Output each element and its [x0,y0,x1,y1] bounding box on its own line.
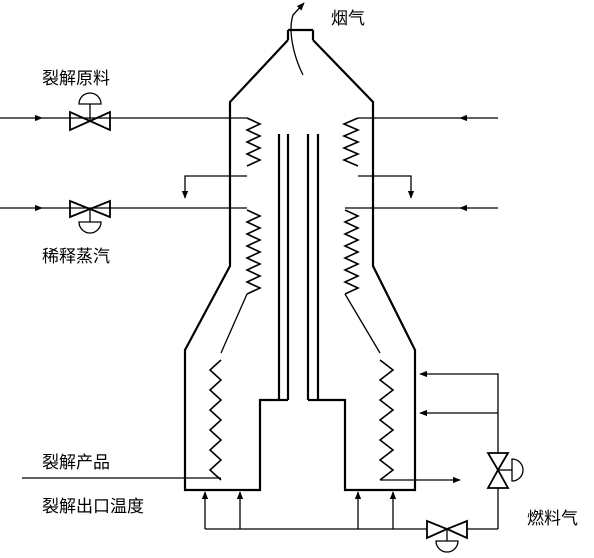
cracking-feed-label: 裂解原料 [42,69,110,89]
fuel-gas-label: 燃料气 [527,509,578,529]
feed-control-valve-icon[interactable] [69,92,111,132]
center-partition-wall [277,134,320,402]
cracked-product-label: 裂解产品 [42,453,110,473]
steam-control-valve-icon[interactable] [69,199,111,234]
right-inlet-lines [345,114,498,212]
left-coils [208,117,262,481]
outlet-temperature-label: 裂解出口温度 [42,497,144,517]
fuel-gas-system: 燃料气 [201,370,578,553]
flue-gas-label: 烟气 [331,9,365,29]
fuel-side-valve-icon[interactable] [486,452,524,489]
dilution-steam-label: 稀释蒸汽 [42,247,110,267]
fuel-bottom-valve-icon[interactable] [426,519,468,553]
cracking-feed-line: 裂解原料 [0,69,247,132]
cracked-product-outlet: 裂解产品 裂解出口温度 [22,453,461,517]
flue-gas-outlet: 烟气 [290,2,365,76]
furnace-shell [183,28,417,492]
right-coils [341,117,395,481]
dilution-steam-line: 稀释蒸汽 [0,175,247,267]
